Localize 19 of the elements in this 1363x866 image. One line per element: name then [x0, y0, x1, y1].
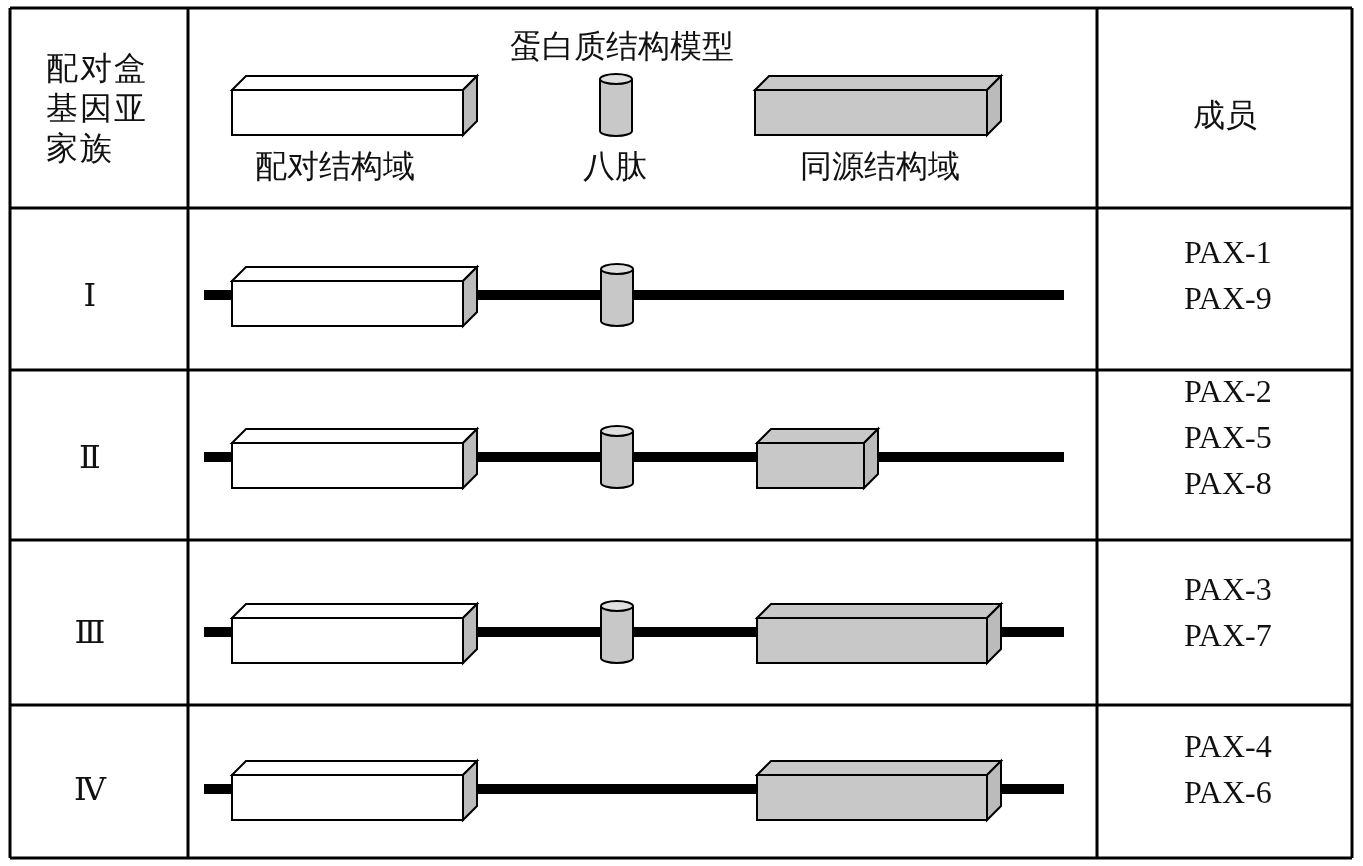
- column-heading: 蛋白质结构模型: [510, 27, 734, 66]
- domain-label: 同源结构域: [800, 147, 960, 186]
- column-heading: 配对盒基因亚家族: [46, 49, 149, 168]
- member-name: PAX-4: [1184, 727, 1272, 766]
- domain-label: 八肽: [583, 147, 647, 186]
- member-name: PAX-8: [1184, 464, 1272, 503]
- member-name: PAX-3: [1184, 570, 1272, 609]
- subfamily-numeral: Ⅲ: [74, 613, 106, 652]
- subfamily-numeral: Ⅰ: [83, 276, 97, 315]
- subfamily-numeral: Ⅱ: [79, 438, 101, 477]
- member-name: PAX-9: [1184, 279, 1272, 318]
- subfamily-numeral: Ⅳ: [74, 770, 106, 809]
- member-name: PAX-2: [1184, 372, 1272, 411]
- column-heading: 成员: [1193, 96, 1257, 135]
- member-name: PAX-5: [1184, 418, 1272, 457]
- member-name: PAX-7: [1184, 616, 1272, 655]
- member-name: PAX-6: [1184, 773, 1272, 812]
- member-name: PAX-1: [1184, 233, 1272, 272]
- domain-label: 配对结构域: [255, 147, 415, 186]
